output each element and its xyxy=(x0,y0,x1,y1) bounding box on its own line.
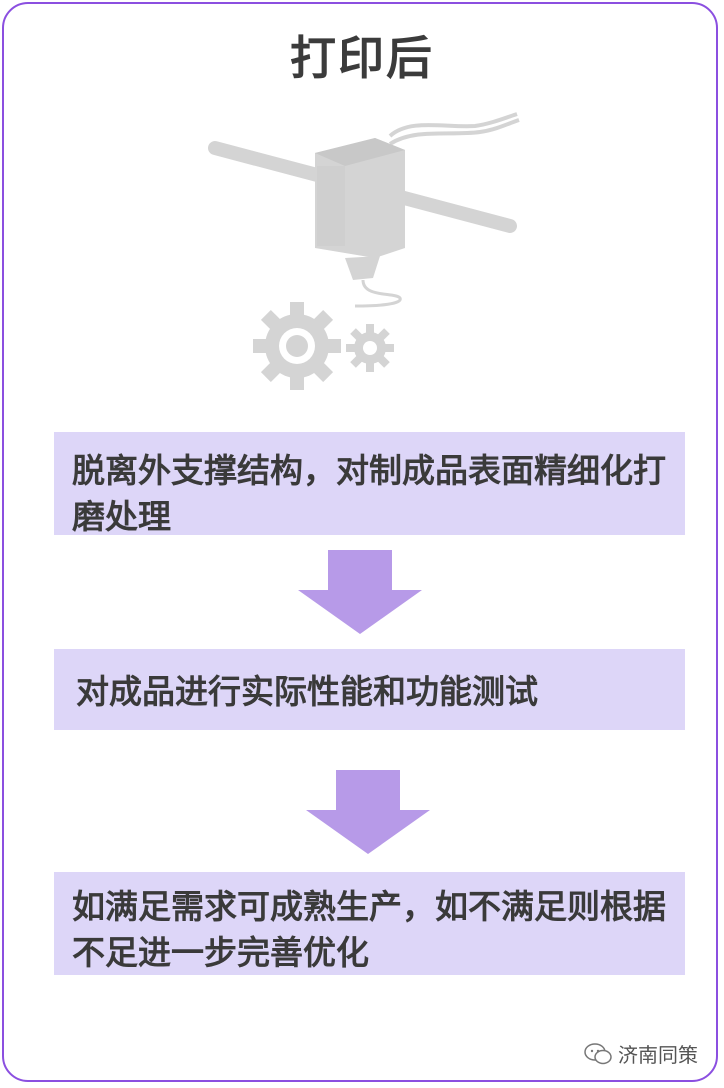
step-box-decision: 如满足需求可成熟生产，如不满足则根据不足进一步完善优化 xyxy=(54,872,685,975)
watermark: 济南同策 xyxy=(584,1039,698,1068)
3d-printer-icon xyxy=(208,112,520,390)
arrow-down-icon xyxy=(298,550,422,634)
step-box-testing: 对成品进行实际性能和功能测试 xyxy=(54,649,685,730)
step-text: 如满足需求可成熟生产，如不满足则根据不足进一步完善优化 xyxy=(72,887,666,972)
watermark-text: 济南同策 xyxy=(618,1043,698,1067)
step-text: 对成品进行实际性能和功能测试 xyxy=(76,672,538,711)
page-title: 打印后 xyxy=(290,31,434,85)
arrow-down-icon xyxy=(306,770,430,854)
wechat-icon xyxy=(584,1042,612,1064)
step-text: 脱离外支撑结构，对制成品表面精细化打磨处理 xyxy=(72,451,666,536)
step-box-post-processing: 脱离外支撑结构，对制成品表面精细化打磨处理 xyxy=(54,432,685,536)
